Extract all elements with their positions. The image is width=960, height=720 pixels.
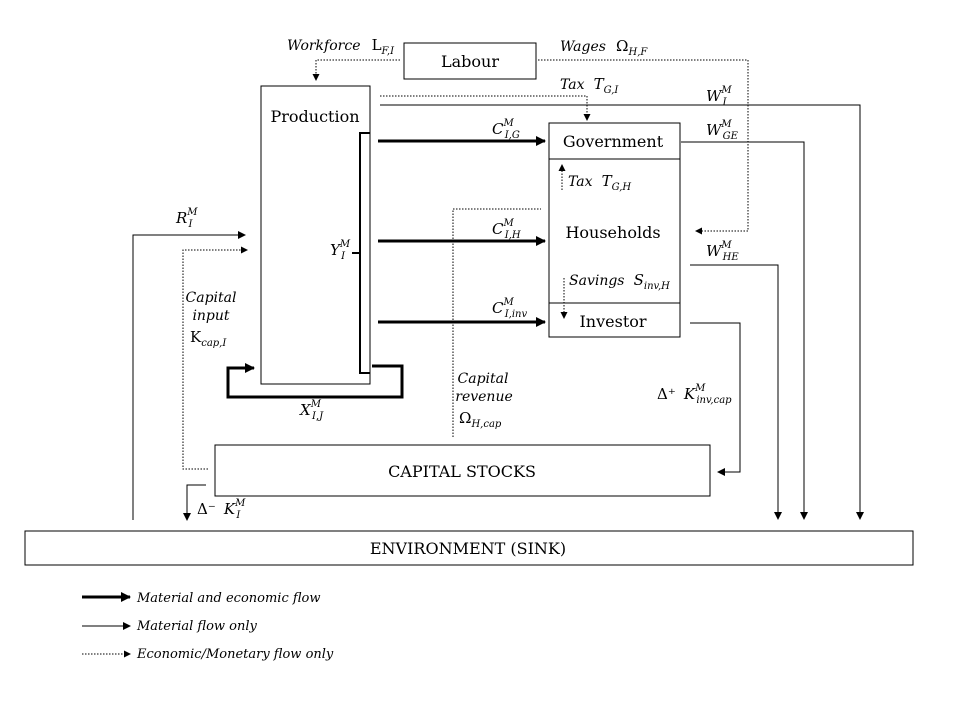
flow-wages — [538, 59, 749, 235]
flow-w-he — [690, 264, 782, 520]
svg-text:Economic/Monetary flow only: Economic/Monetary flow only — [136, 647, 334, 662]
flow-w-i — [380, 104, 864, 520]
environment-box: ENVIRONMENT (SINK) — [24, 530, 914, 566]
svg-text:Capital: Capital — [458, 371, 509, 387]
capital-stocks-box: CAPITAL STOCKS — [214, 444, 711, 497]
svg-text:Capital: Capital — [186, 290, 237, 306]
label-wages: Wages ΩH,F — [560, 36, 648, 58]
flow-delta-minus — [183, 484, 206, 521]
legend-item-dotted: Economic/Monetary flow only — [82, 647, 334, 662]
label-workforce: Workforce LF,I — [287, 35, 395, 57]
flow-capital-input — [182, 246, 248, 470]
legend: Material and economic flow Material flow… — [82, 591, 334, 662]
environment-label: ENVIRONMENT (SINK) — [370, 539, 566, 558]
label-tax-gh: Tax TG,H — [568, 171, 631, 193]
sector-box: Government Households Investor — [548, 122, 681, 338]
label-tax-gi: Tax TG,I — [560, 74, 619, 96]
flow-workforce — [312, 59, 400, 81]
production-label: Production — [270, 107, 359, 126]
legend-item-thick: Material and economic flow — [82, 591, 321, 606]
legend-item-thin: Material flow only — [82, 619, 258, 634]
label-capital-input: Capital input Kcap,I — [186, 290, 237, 349]
svg-text:revenue: revenue — [455, 389, 513, 405]
svg-text:Kcap,I: Kcap,I — [190, 328, 227, 349]
flow-capital-revenue — [452, 208, 541, 437]
label-capital-revenue: Capital revenue ΩH,cap — [455, 371, 513, 430]
flow-tax-gi — [380, 95, 591, 121]
capital-stocks-label: CAPITAL STOCKS — [388, 462, 536, 481]
production-box: Production — [260, 85, 371, 385]
flow-delta-plus — [690, 322, 741, 476]
flow-x-ij-loop — [226, 363, 404, 399]
svg-text:Material and economic flow: Material and economic flow — [136, 591, 321, 606]
svg-text:input: input — [192, 308, 229, 324]
flow-w-ge — [681, 141, 808, 520]
investor-label: Investor — [579, 312, 646, 331]
flow-r-i — [132, 231, 246, 520]
label-savings: Savings Sinv,H — [569, 270, 670, 292]
households-label: Households — [565, 223, 660, 242]
svg-text:ΩH,cap: ΩH,cap — [459, 409, 502, 430]
government-label: Government — [563, 132, 664, 151]
svg-text:Material flow only: Material flow only — [136, 619, 258, 634]
labour-label: Labour — [441, 52, 499, 71]
labour-box: Labour — [403, 42, 537, 80]
